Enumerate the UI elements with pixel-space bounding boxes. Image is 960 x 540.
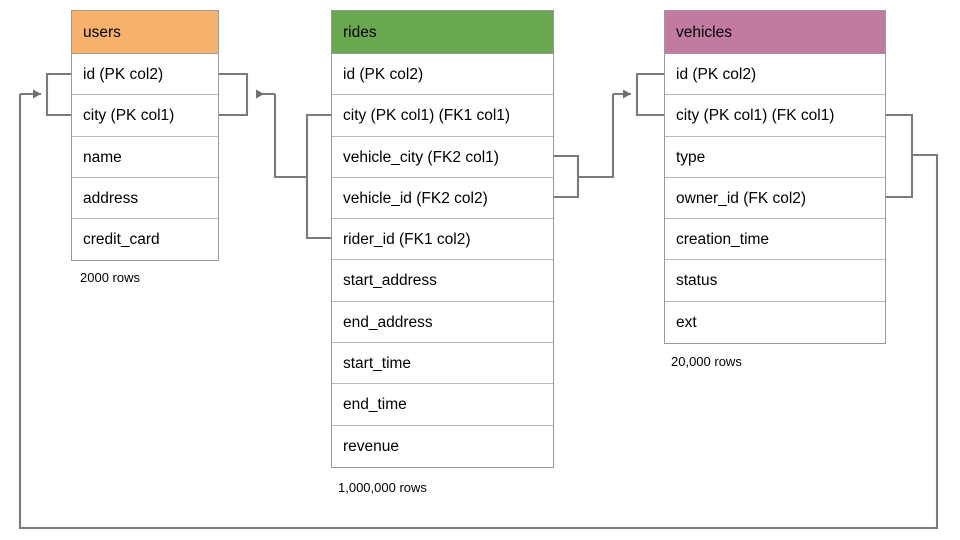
table-vehicles-header: vehicles: [665, 11, 885, 54]
table-row[interactable]: address: [72, 178, 218, 220]
table-row[interactable]: owner_id (FK col2): [665, 178, 885, 220]
table-row[interactable]: city (PK col1) (FK col1): [665, 95, 885, 137]
table-row[interactable]: name: [72, 137, 218, 178]
table-row[interactable]: start_time: [332, 343, 553, 385]
table-row[interactable]: vehicle_city (FK2 col1): [332, 137, 553, 178]
edge-users-right-bracket: [219, 72, 249, 117]
table-row[interactable]: start_address: [332, 260, 553, 302]
edge-vehicles-left-bracket: [635, 72, 664, 117]
table-users-header: users: [72, 11, 218, 54]
table-row[interactable]: revenue: [343, 437, 400, 455]
table-row[interactable]: rider_id (FK1 col2): [332, 219, 553, 261]
table-row[interactable]: status: [665, 260, 885, 302]
edge-rides-to-vehicles-bracket: [554, 154, 580, 199]
edge-rides-to-users-bracket: [305, 113, 331, 240]
table-rides-header: rides: [332, 11, 553, 54]
edge-vehicles-to-users-bracket: [886, 113, 914, 199]
table-vehicles[interactable]: vehicles id (PK col2) city (PK col1) (FK…: [664, 10, 886, 345]
edge-rides-to-users-stem: [273, 94, 307, 179]
table-row[interactable]: ext: [676, 313, 697, 331]
table-row[interactable]: creation_time: [665, 219, 885, 261]
table-row[interactable]: type: [665, 137, 885, 178]
table-row[interactable]: id (PK col2): [665, 54, 885, 96]
table-users-row-count: 2000 rows: [80, 270, 140, 285]
edge-users-left-bracket: [45, 72, 71, 117]
table-row[interactable]: id (PK col2): [332, 54, 553, 96]
edge-rides-to-vehicles-stem: [578, 94, 615, 179]
table-row[interactable]: id (PK col2): [72, 54, 218, 96]
table-row[interactable]: end_time: [332, 384, 553, 426]
table-users[interactable]: users id (PK col2) city (PK col1) name a…: [71, 10, 219, 262]
table-row[interactable]: credit_card: [83, 231, 160, 249]
table-rides-row-count: 1,000,000 rows: [338, 480, 427, 495]
table-rides[interactable]: rides id (PK col2) city (PK col1) (FK1 c…: [331, 10, 554, 468]
table-row[interactable]: end_address: [332, 302, 553, 344]
table-vehicles-row-count: 20,000 rows: [671, 354, 742, 369]
table-row[interactable]: city (PK col1) (FK1 col1): [332, 95, 553, 137]
table-row[interactable]: city (PK col1): [72, 95, 218, 137]
table-row[interactable]: vehicle_id (FK2 col2): [332, 178, 553, 220]
